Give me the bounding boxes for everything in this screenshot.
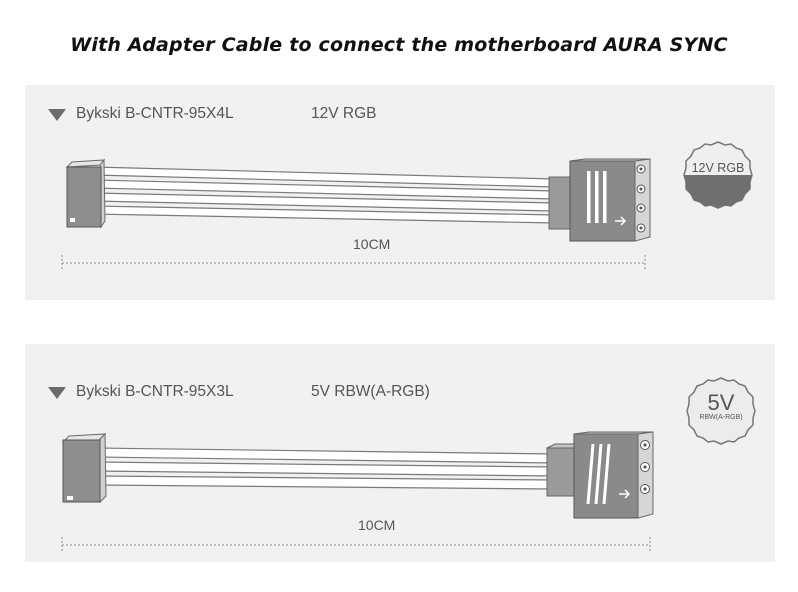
- voltage-badge-icon: [686, 377, 756, 445]
- product-panel-12v: Bykski B-CNTR-95X4L 12V RGB: [25, 85, 775, 300]
- page-title: With Adapter Cable to connect the mother…: [70, 34, 728, 56]
- product-model: Bykski B-CNTR-95X4L: [76, 105, 234, 122]
- small-connector-icon: [61, 432, 107, 504]
- dimension-line: [61, 255, 646, 271]
- badge-main-text: 5V: [707, 390, 735, 415]
- cable-wires: [92, 166, 556, 224]
- adapter-cable-illustration: [61, 377, 756, 553]
- product-spec: 5V RBW(A-RGB): [311, 383, 430, 400]
- product-header: Bykski B-CNTR-95X4L 12V RGB: [48, 103, 376, 125]
- large-connector-icon: [546, 431, 654, 519]
- small-connector-icon: [65, 158, 106, 229]
- length-label: 10CM: [358, 517, 396, 533]
- badge-main-text: 12V RGB: [691, 161, 745, 175]
- product-panel-5v: Bykski B-CNTR-95X3L 5V RBW(A-RGB): [25, 344, 775, 562]
- product-spec: 12V RGB: [311, 105, 377, 122]
- length-label: 10CM: [353, 236, 391, 252]
- cable-wires: [94, 447, 556, 490]
- triangle-down-icon: [48, 387, 66, 399]
- large-connector-icon: [548, 158, 651, 242]
- badge-sub-text: RBW(A-RGB): [699, 414, 743, 421]
- dimension-line: [61, 537, 651, 553]
- triangle-down-icon: [48, 109, 66, 121]
- voltage-badge-icon: [683, 141, 753, 209]
- product-header: Bykski B-CNTR-95X3L 5V RBW(A-RGB): [48, 381, 430, 403]
- adapter-cable-illustration: [61, 141, 753, 271]
- product-model: Bykski B-CNTR-95X3L: [76, 383, 234, 400]
